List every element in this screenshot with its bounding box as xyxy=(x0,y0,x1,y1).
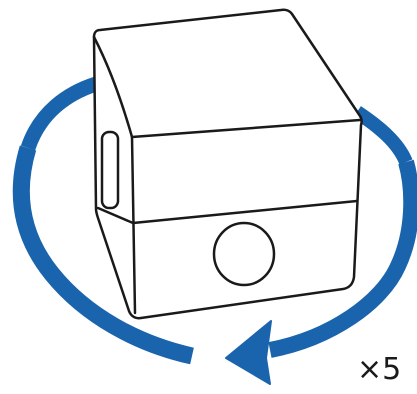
repeat-count-label: ×5 xyxy=(357,352,401,388)
box-handle-slot xyxy=(102,132,118,208)
rotation-arrowhead xyxy=(226,321,271,384)
ink-pack-box-icon xyxy=(94,10,362,318)
ink-spout-circle xyxy=(214,223,274,285)
